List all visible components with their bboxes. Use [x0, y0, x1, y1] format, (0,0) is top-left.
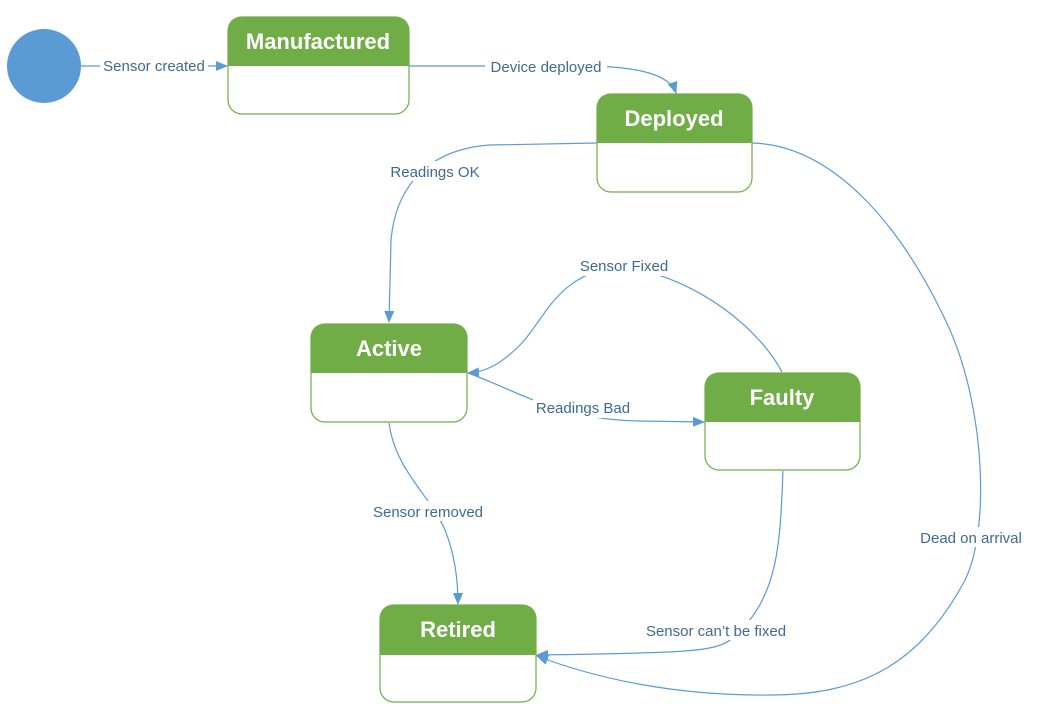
edge-sensor-fixed [467, 267, 783, 378]
label-sensor-cant-be-fixed: Sensor can’t be fixed [646, 623, 786, 640]
state-active: Active [310, 323, 468, 423]
state-label-manufactured: Manufactured [246, 29, 390, 54]
label-device-deployed: Device deployed [491, 59, 602, 76]
label-sensor-fixed: Sensor Fixed [580, 258, 668, 275]
label-dead-on-arrival: Dead on arrival [920, 530, 1022, 547]
edge-sensor-removed [388, 422, 463, 605]
state-retired: Retired [379, 604, 537, 703]
state-manufactured: Manufactured [227, 16, 410, 115]
state-deployed: Deployed [596, 93, 753, 193]
initial-state-node [7, 29, 81, 103]
state-label-active: Active [356, 336, 422, 361]
edge-sensor-cant-be-fixed [536, 470, 784, 660]
state-label-retired: Retired [420, 617, 496, 642]
state-faulty: Faulty [704, 372, 861, 471]
label-readings-bad: Readings Bad [536, 400, 630, 417]
label-sensor-removed: Sensor removed [373, 504, 483, 521]
state-label-deployed: Deployed [624, 106, 723, 131]
state-label-faulty: Faulty [750, 385, 816, 410]
edge-dead-on-arrival [536, 142, 982, 696]
label-readings-ok: Readings OK [390, 164, 479, 181]
label-sensor-created: Sensor created [103, 58, 205, 75]
